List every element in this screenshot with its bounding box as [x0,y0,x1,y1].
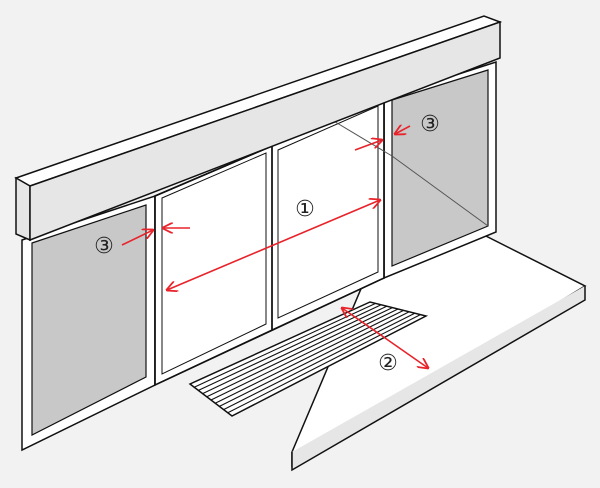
label-fixed-panel-left: ③ [94,234,114,259]
arrow-opening-width [167,200,380,290]
fixed-panel-right [383,60,497,280]
callout-labels: ① ② ③ ③ [94,112,440,376]
label-mat-depth: ② [378,351,398,376]
dimension-arrows [121,126,428,368]
fixed-panel-left [21,194,156,452]
arrow-mat-depth [342,308,428,368]
arrow-right-panel [395,126,411,134]
label-opening-width: ① [295,197,315,222]
arrow-right-panel-inner [354,140,382,151]
arrow-left-panel [121,230,153,246]
label-fixed-panel-right: ③ [420,112,440,137]
door-header [14,15,503,242]
